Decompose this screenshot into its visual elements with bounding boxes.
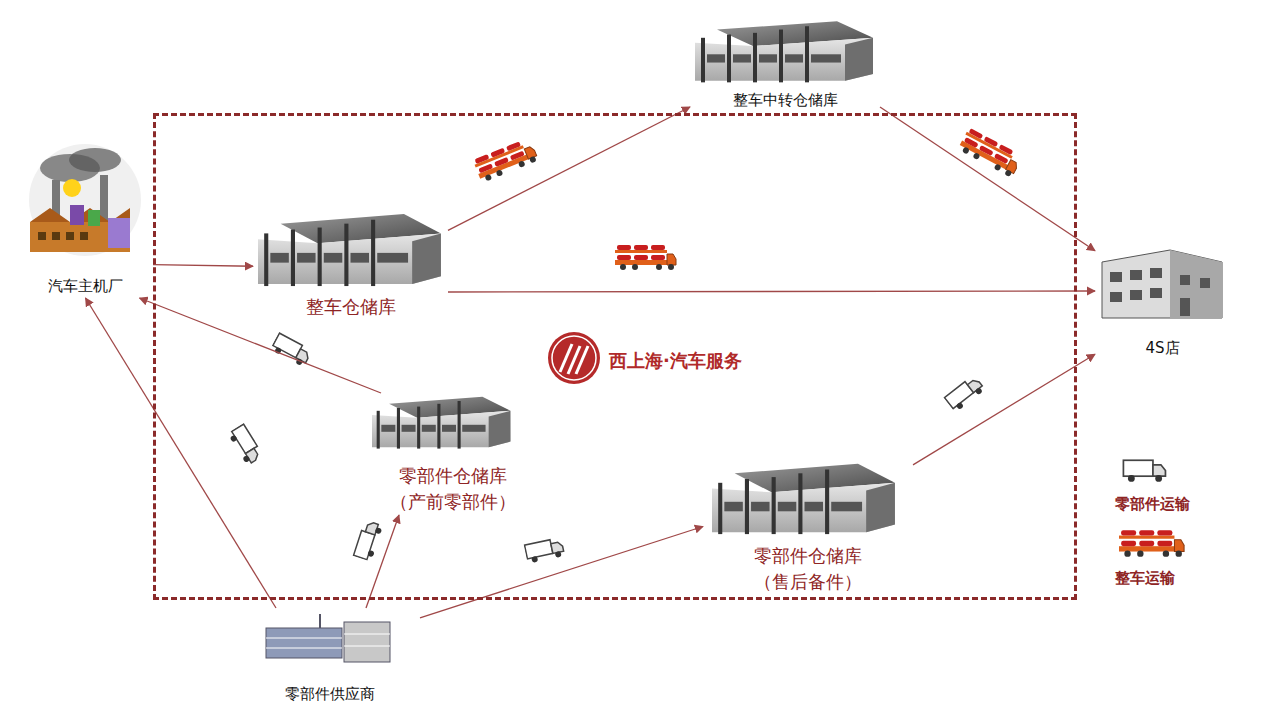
carrier-icon <box>615 245 676 270</box>
service-region: 西上海·汽车服务 整车仓储库零部件仓储库 （产前零部件） 零部件仓储库 （售后备件） <box>153 113 1077 600</box>
carrier-icon <box>473 137 539 183</box>
site-node: 零部件仓储库 （产前零部件） <box>363 393 543 515</box>
site-node: 零部件仓储库 （售后备件） <box>703 458 913 595</box>
site-node: 整车仓储库 <box>253 208 448 320</box>
factory-icon <box>29 144 141 256</box>
site-node: 汽车主机厂 <box>18 146 153 298</box>
truck-icon <box>271 333 313 367</box>
warehouse-icon <box>258 214 441 286</box>
node-label: 整车仓储库 <box>306 294 396 320</box>
flow-arrow <box>420 527 703 618</box>
truck-icon <box>354 520 384 561</box>
legend-carrier-sample <box>1119 530 1184 557</box>
flow-arrow <box>913 354 1095 465</box>
warehouse-icon <box>712 464 895 534</box>
warehouse-icon <box>372 397 510 449</box>
site-node: 零部件供应商 <box>240 608 420 706</box>
legend: 零部件运输整车运输 <box>1105 455 1245 595</box>
flow-arrow <box>366 515 399 608</box>
node-label: 零部件供应商 <box>285 684 375 706</box>
node-label: 零部件仓储库 （产前零部件） <box>390 463 516 515</box>
supplier-icon <box>266 614 390 662</box>
truck-icon <box>227 424 263 465</box>
flow-arrow <box>448 107 690 230</box>
flow-arrow <box>153 265 253 267</box>
node-label: 汽车主机厂 <box>48 276 123 298</box>
node-label: 零部件仓储库 （售后备件） <box>754 543 862 595</box>
flow-arrow <box>86 298 277 608</box>
legend-text: 整车运输 <box>1115 569 1175 588</box>
node-label: 4S店 <box>1145 338 1179 360</box>
truck-icon <box>525 537 565 563</box>
site-node: 整车中转仓储库 <box>690 12 880 112</box>
flow-arrow <box>880 107 1095 251</box>
logo-emblem <box>548 332 600 384</box>
shop-icon <box>1102 250 1222 318</box>
legend-text: 零部件运输 <box>1115 495 1190 514</box>
flow-arrow <box>448 291 1095 292</box>
carrier-icon <box>957 127 1023 178</box>
node-label: 整车中转仓储库 <box>733 90 838 112</box>
site-node: 4S店 <box>1095 245 1230 360</box>
truck-icon <box>944 375 985 413</box>
logo-text: 西上海·汽车服务 <box>609 349 742 373</box>
legend-truck-sample <box>1123 460 1165 482</box>
warehouse-icon <box>695 21 873 82</box>
